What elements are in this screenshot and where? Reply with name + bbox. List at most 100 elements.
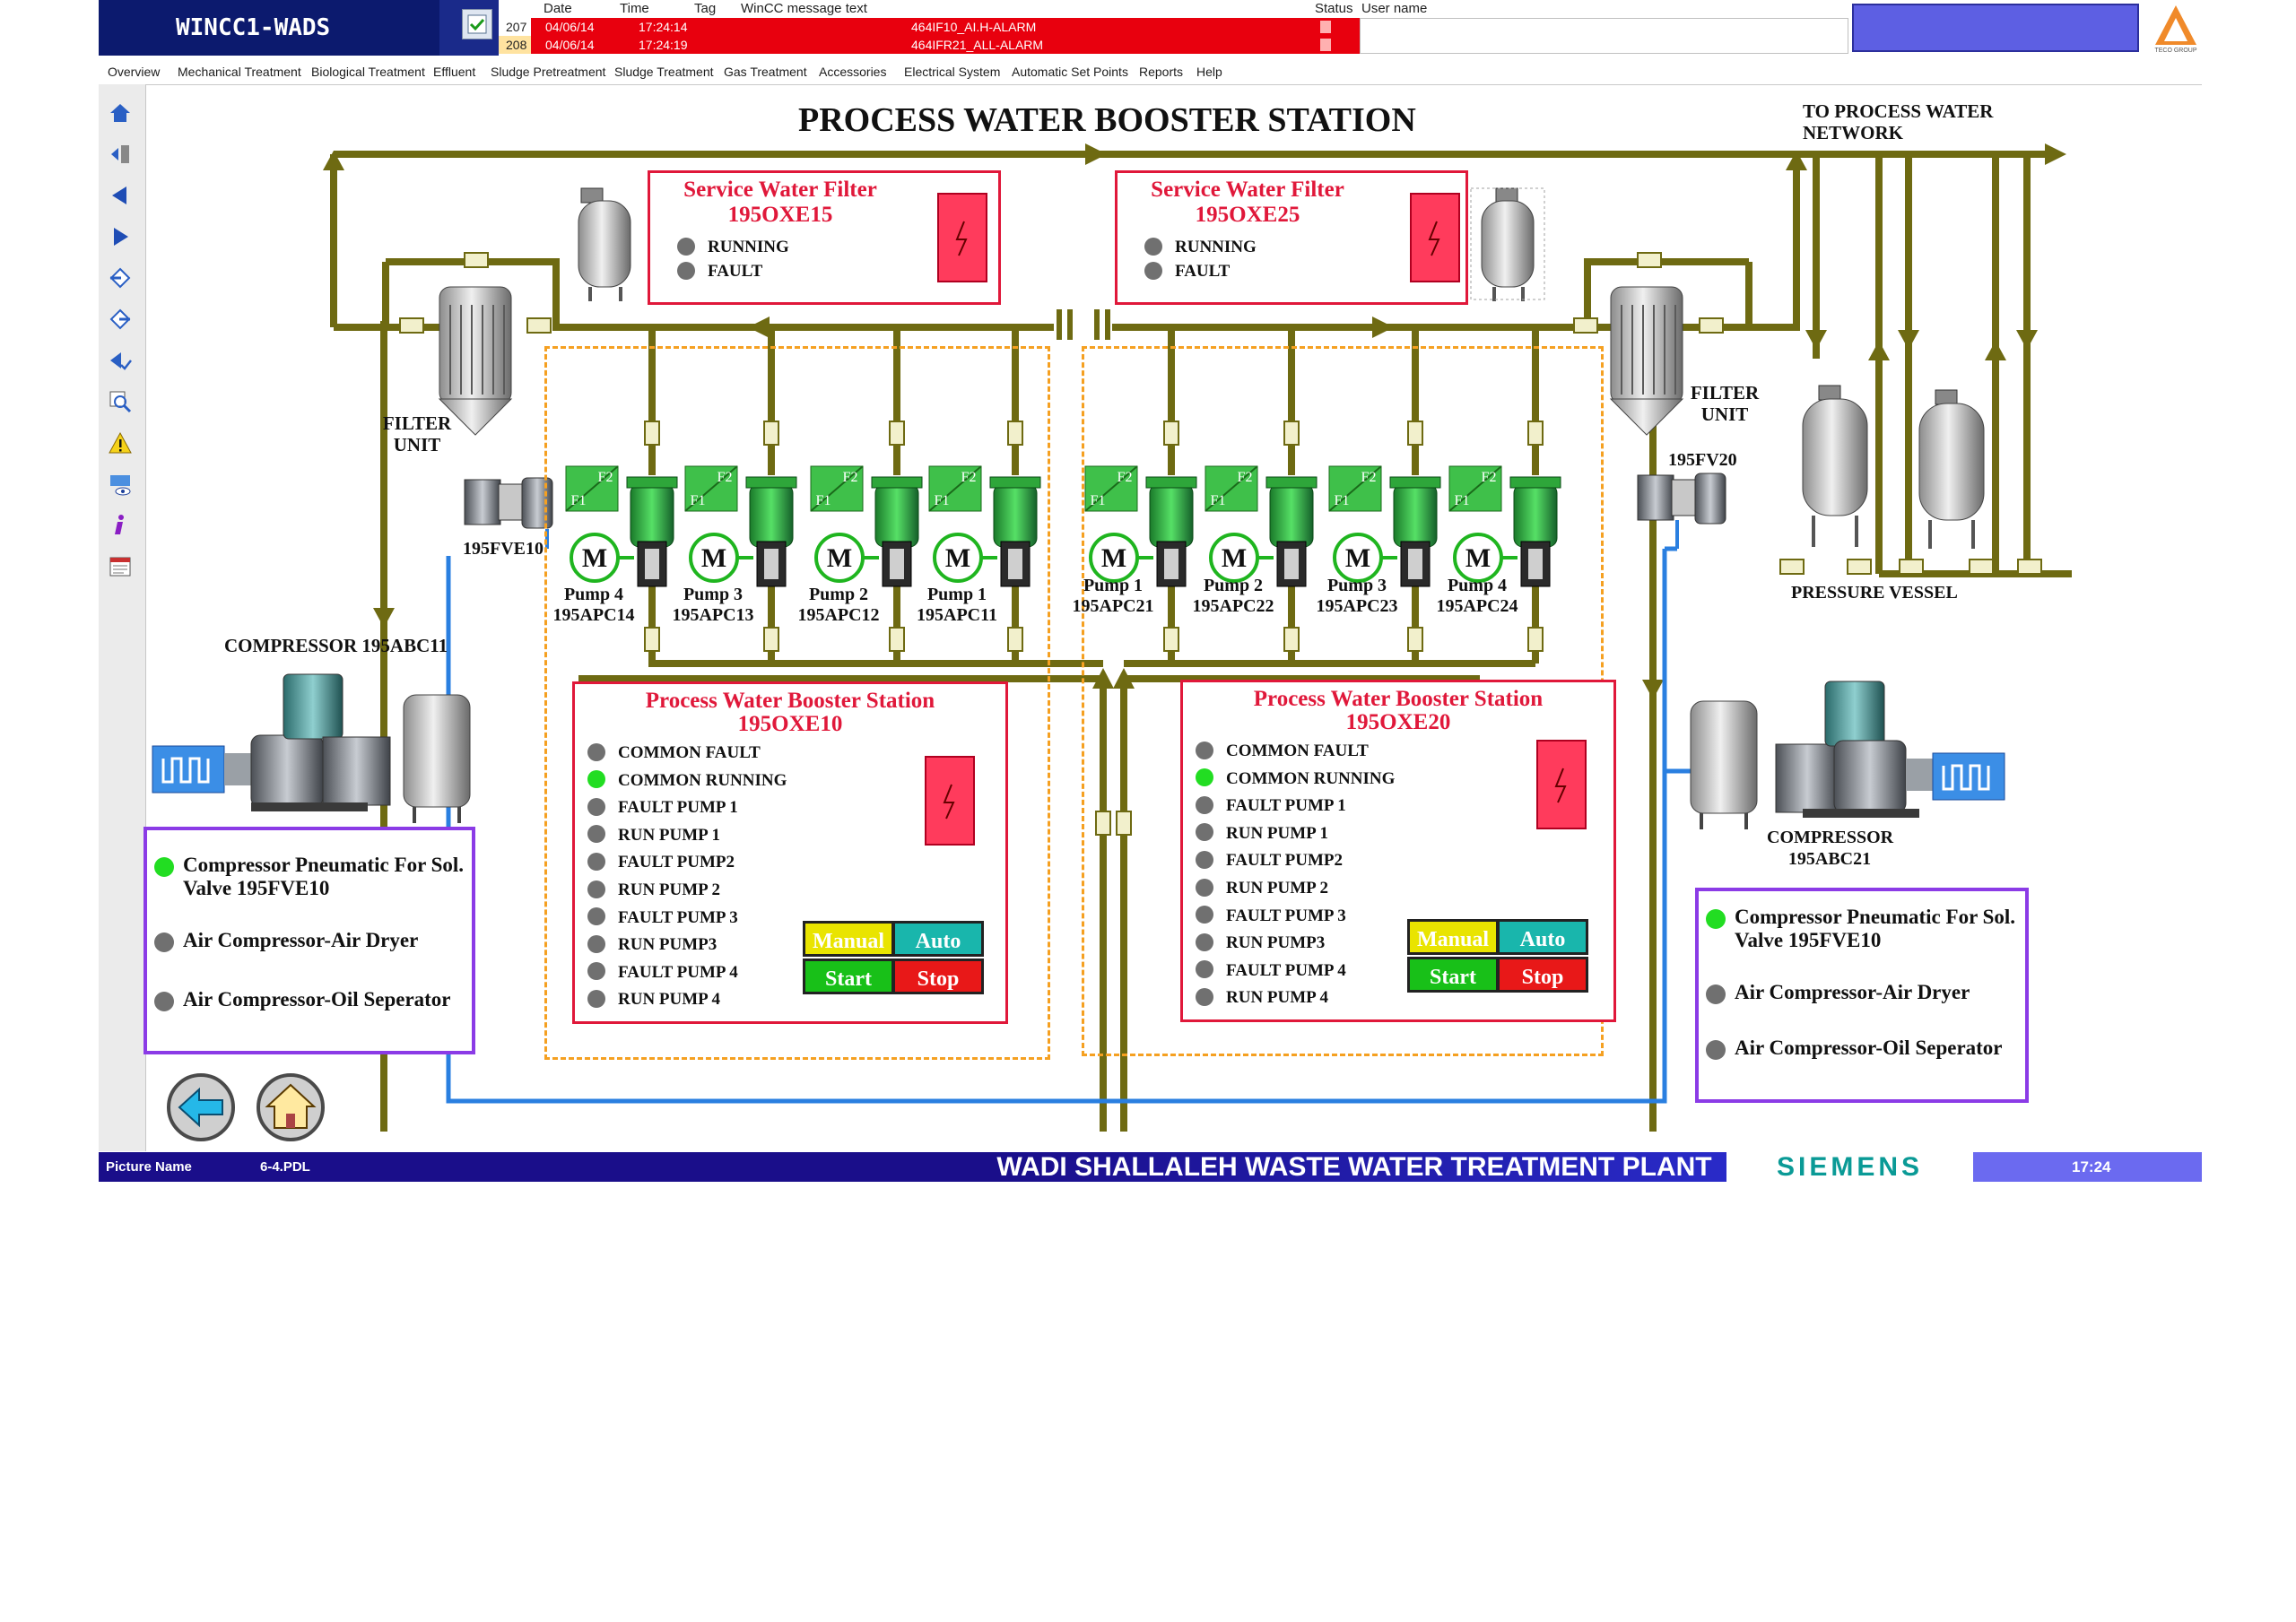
- start-button[interactable]: Start: [803, 958, 894, 994]
- status-led-off: [587, 742, 605, 761]
- home-nav-icon[interactable]: [257, 1073, 325, 1141]
- pressure-vessel-2[interactable]: [1918, 389, 1985, 549]
- motor-label: M: [1222, 543, 1247, 573]
- menu-effluent[interactable]: Effluent: [433, 65, 476, 79]
- motor-label: M: [582, 543, 607, 573]
- menu-biological-treatment[interactable]: Biological Treatment: [311, 65, 425, 79]
- back-icon[interactable]: [104, 179, 136, 212]
- auto-button[interactable]: Auto: [892, 921, 984, 957]
- filter-unit-left[interactable]: [438, 286, 513, 436]
- pump-tag: 195APC12: [797, 605, 880, 625]
- service-filter-tank-left[interactable]: [578, 187, 631, 301]
- power-bolt-icon[interactable]: [1410, 193, 1460, 282]
- menu-overview[interactable]: Overview: [108, 65, 161, 79]
- f2-label: F2: [1238, 470, 1253, 485]
- pump-gauge: [645, 549, 659, 579]
- status-row: FAULT PUMP2: [1196, 849, 1343, 872]
- pump-name: Pump 1: [926, 585, 987, 604]
- status-label: RUN PUMP 2: [1226, 879, 1328, 898]
- flow-arrows: [323, 143, 2066, 699]
- manual-button[interactable]: Manual: [803, 921, 894, 957]
- service-filter-tank-right[interactable]: [1470, 187, 1545, 301]
- alarm-row[interactable]: 207 04/06/14 17:24:14 464IF10_AI.H-ALARM: [499, 18, 1360, 36]
- menu-gas-treatment[interactable]: Gas Treatment: [724, 65, 807, 79]
- zoom-icon[interactable]: [104, 386, 136, 418]
- pump-name: Pump 1: [1083, 576, 1144, 595]
- power-bolt-icon[interactable]: [925, 756, 975, 846]
- f1-label: F1: [816, 493, 831, 508]
- stop-button[interactable]: Stop: [892, 958, 984, 994]
- login-icon[interactable]: [104, 262, 136, 294]
- alarm-status-icon: [1320, 39, 1331, 51]
- pump-head: [1265, 476, 1318, 489]
- status-led-off: [1196, 851, 1213, 870]
- alarm-row[interactable]: 208 04/06/14 17:24:19 464IFR21_ALL-ALARM: [499, 36, 1360, 54]
- pump-tag: 195APC21: [1072, 596, 1154, 616]
- power-bolt-icon[interactable]: [1536, 740, 1587, 829]
- menu-sludge-pretreatment[interactable]: Sludge Pretreatment: [491, 65, 606, 79]
- solenoid-valve-right[interactable]: [1637, 473, 1726, 549]
- f2-label: F2: [843, 470, 858, 485]
- menu-electrical-system[interactable]: Electrical System: [904, 65, 1001, 79]
- auto-button[interactable]: Auto: [1497, 919, 1588, 955]
- pump-tag: 195APC13: [672, 605, 754, 625]
- service-filter-panel-1[interactable]: Service Water Filter 195OXE15 RUNNING FA…: [648, 170, 1001, 305]
- manual-button[interactable]: Manual: [1407, 919, 1499, 955]
- alarm-text: 464IF10_AI.H-ALARM: [911, 20, 1037, 34]
- stop-button[interactable]: Stop: [1497, 957, 1588, 993]
- logout-icon[interactable]: [104, 303, 136, 335]
- alarm-header-tag: Tag: [694, 1, 717, 16]
- menu-mechanical-treatment[interactable]: Mechanical Treatment: [178, 65, 301, 79]
- picture-name-label: Picture Name: [106, 1159, 192, 1175]
- compressor-left[interactable]: [152, 673, 471, 823]
- menu-sludge-treatment[interactable]: Sludge Treatment: [614, 65, 714, 79]
- f1-label: F1: [571, 493, 587, 508]
- filter-unit-right[interactable]: [1609, 286, 1684, 436]
- alarm-user-cell: [1360, 18, 1848, 54]
- compressor-status-panel-1[interactable]: Compressor Pneumatic For Sol. Valve 195F…: [144, 827, 475, 1054]
- menu-reports[interactable]: Reports: [1139, 65, 1184, 79]
- warning-icon[interactable]: [104, 427, 136, 459]
- menu-accessories[interactable]: Accessories: [819, 65, 887, 79]
- filter-divider: [1448, 465, 1502, 512]
- back-nav-icon[interactable]: [167, 1073, 235, 1141]
- status-led-on: [587, 770, 605, 789]
- exit-icon[interactable]: [104, 138, 136, 170]
- info-icon[interactable]: [104, 509, 136, 542]
- status-led-off: [1196, 932, 1213, 951]
- acknowledge-icon[interactable]: [104, 344, 136, 377]
- pump-head: [1145, 476, 1197, 489]
- menu-automatic-set-points[interactable]: Automatic Set Points: [1012, 65, 1128, 79]
- alarm-message-table[interactable]: Date Time Tag WinCC message text Status …: [499, 0, 1848, 56]
- service-filter-panel-2[interactable]: Service Water Filter 195OXE25 RUNNING FA…: [1115, 170, 1468, 305]
- pump-gauge: [1528, 549, 1543, 579]
- monitor-icon[interactable]: [104, 468, 136, 500]
- forward-icon[interactable]: [104, 221, 136, 253]
- pressure-vessel-1[interactable]: [1802, 385, 1868, 547]
- report-icon[interactable]: [104, 551, 136, 583]
- valve-right-label: 195FV20: [1668, 450, 1737, 470]
- alarm-list-icon[interactable]: [462, 9, 492, 39]
- home-icon[interactable]: [104, 97, 136, 129]
- filter-divider: [1205, 465, 1258, 512]
- status-led-off: [587, 934, 605, 953]
- compressor-right[interactable]: [1690, 681, 2005, 829]
- status-row: FAULT PUMP 3: [587, 906, 738, 930]
- booster-panel-2[interactable]: Process Water Booster Station 195OXE20 M…: [1180, 680, 1616, 1022]
- booster-panel-1[interactable]: Process Water Booster Station 195OXE10 M…: [572, 681, 1008, 1024]
- compressor-status-panel-2[interactable]: Compressor Pneumatic For Sol. Valve 195F…: [1695, 888, 2029, 1103]
- menu-help[interactable]: Help: [1196, 65, 1222, 79]
- start-button[interactable]: Start: [1407, 957, 1499, 993]
- alarm-date: 04/06/14: [545, 38, 595, 52]
- power-bolt-icon[interactable]: [937, 193, 987, 282]
